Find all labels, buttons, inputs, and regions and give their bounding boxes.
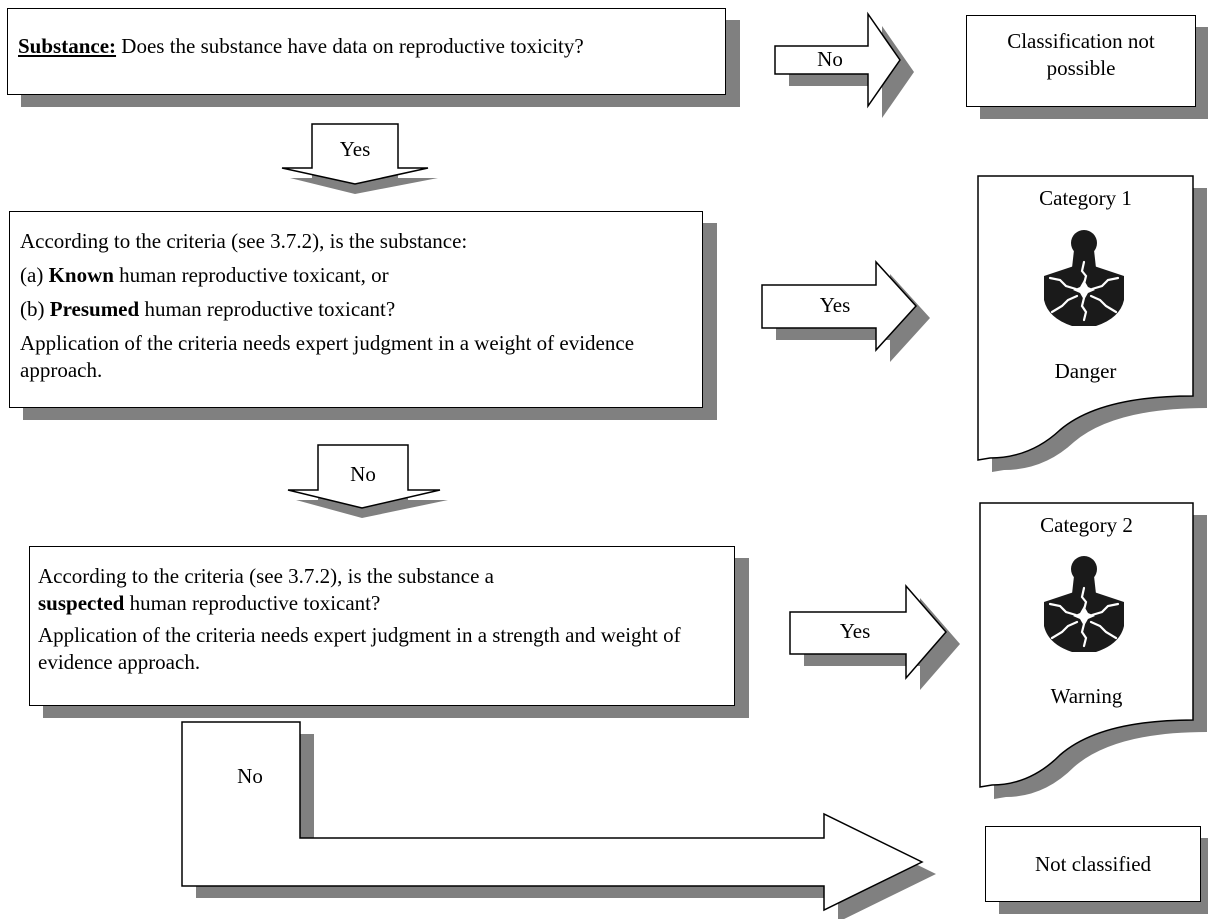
result-not-classified: Not classified — [985, 826, 1201, 902]
category-2-title: Category 2 — [1040, 513, 1133, 537]
result-label: Classification not possible — [1007, 29, 1155, 80]
result-not-possible: Classification not possible — [966, 15, 1196, 107]
arrow-yes-to-category-1 — [761, 260, 930, 362]
question-intro: According to the criteria (see 3.7.2), i… — [38, 564, 495, 615]
arrow-label-no: No — [817, 47, 843, 71]
arrow-label-yes: Yes — [819, 293, 851, 317]
arrow-label-no: No — [350, 462, 376, 486]
arrow-no-to-not-classified — [181, 721, 936, 919]
arrow-no-down — [287, 444, 448, 518]
question-category-1-criteria: According to the criteria (see 3.7.2), i… — [9, 211, 703, 408]
arrow-yes-to-category-2 — [789, 583, 960, 690]
question-intro: According to the criteria (see 3.7.2), i… — [20, 229, 468, 253]
category-1-title: Category 1 — [1039, 186, 1132, 210]
result-label: Not classified — [1034, 852, 1152, 876]
question-category-2-criteria: According to the criteria (see 3.7.2), i… — [29, 546, 735, 706]
arrow-label-yes: Yes — [839, 619, 871, 643]
arrow-yes-down — [281, 123, 438, 194]
question-lead: Substance: — [18, 34, 117, 58]
arrow-label-no: No — [237, 764, 263, 788]
option-b: (b) Presumed human reproductive toxicant… — [20, 297, 396, 321]
expert-judgment-note: Application of the criteria needs expert… — [38, 623, 681, 674]
category-1-signal-word: Danger — [1054, 359, 1117, 383]
expert-judgment-note: Application of the criteria needs expert… — [20, 331, 635, 382]
question-data-available: Substance: Does the substance have data … — [7, 8, 726, 95]
option-a: (a) Known human reproductive toxicant, o… — [20, 263, 389, 287]
arrow-label-yes: Yes — [339, 137, 371, 161]
arrow-no-to-not-possible — [774, 11, 914, 118]
question-text: Does the substance have data on reproduc… — [116, 34, 584, 58]
category-2-signal-word: Warning — [1050, 684, 1123, 708]
